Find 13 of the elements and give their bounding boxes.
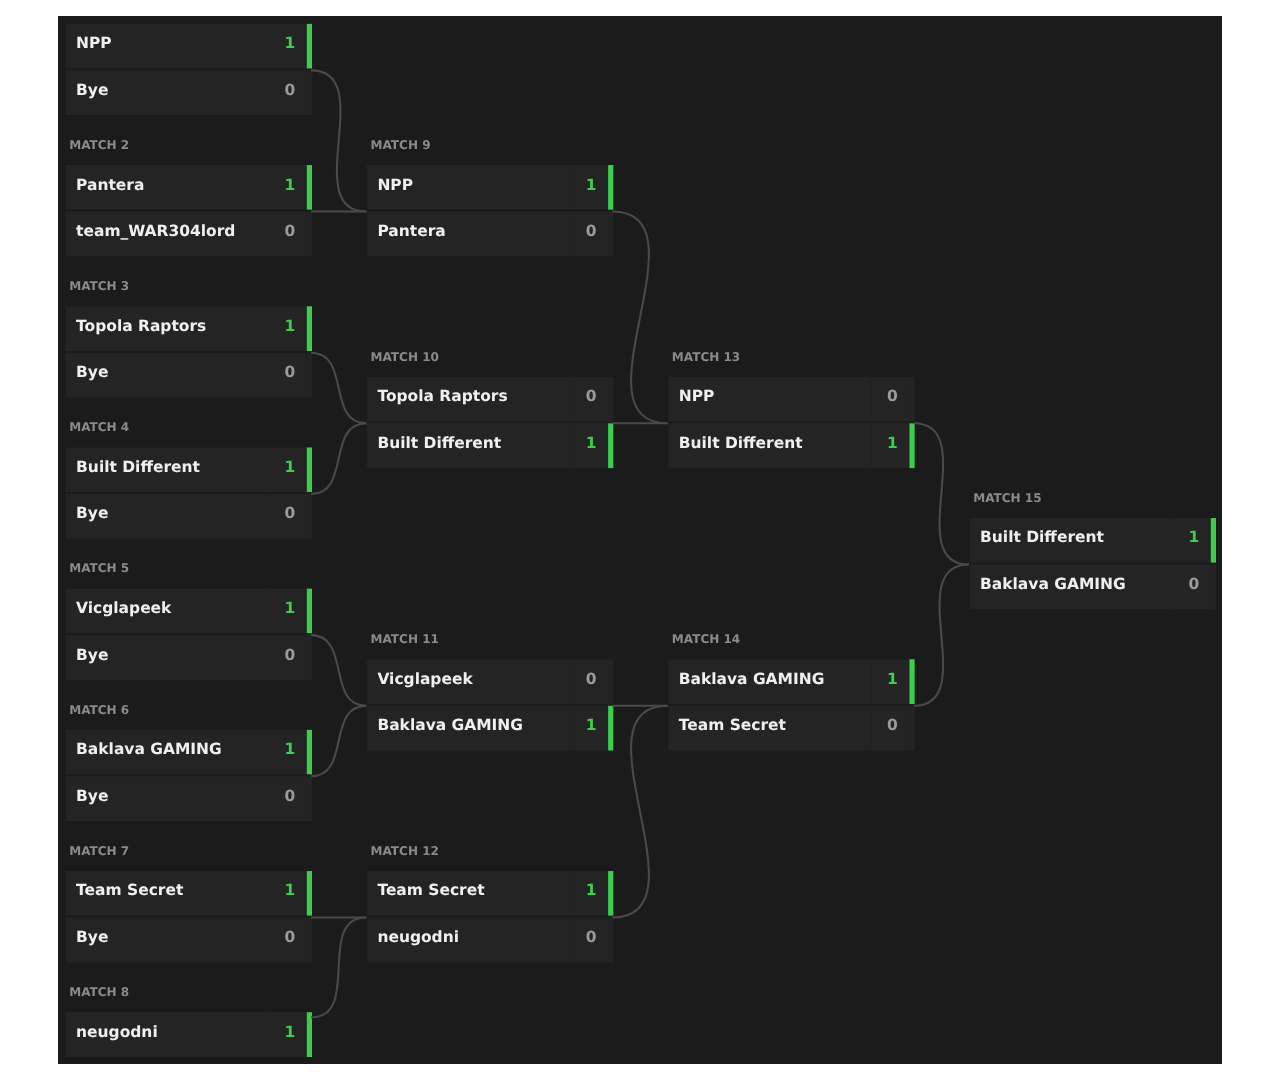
connector xyxy=(310,634,367,707)
connector xyxy=(310,69,367,213)
connector xyxy=(612,704,668,919)
connector xyxy=(913,563,970,707)
connector xyxy=(311,210,367,213)
connector xyxy=(310,916,367,1019)
connector xyxy=(311,916,367,919)
connector xyxy=(310,351,367,425)
connector xyxy=(310,422,367,495)
connector xyxy=(310,704,367,778)
connector xyxy=(612,210,668,425)
connector xyxy=(612,422,668,425)
connector xyxy=(913,422,970,566)
